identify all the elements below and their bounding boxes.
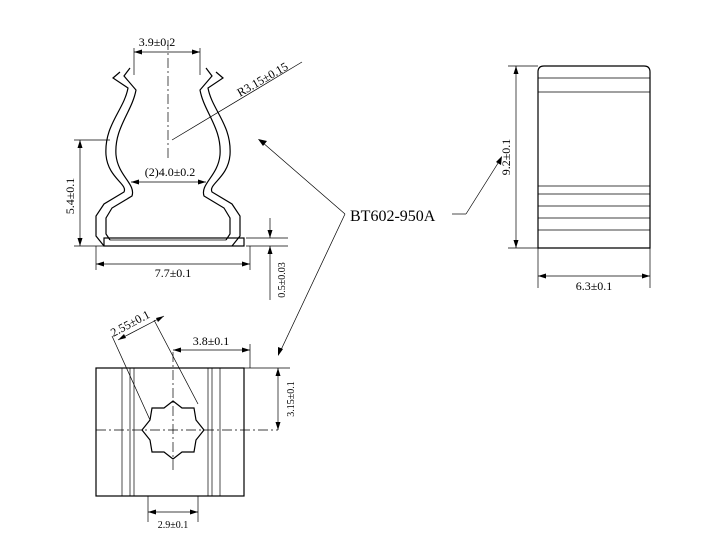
dim-depth: 3.15±0.1 (286, 381, 297, 417)
part-callout: BT602-950A (258, 139, 502, 356)
dim-center-width: 2.9±0.1 (158, 520, 189, 531)
right-arm-outer (207, 71, 241, 247)
dim-base-thickness: 0.5±0.03 (277, 262, 288, 298)
left-arm-outer (95, 71, 129, 247)
left-arm-inner (105, 67, 137, 241)
arrow-head (267, 246, 273, 254)
arrow-head (131, 179, 139, 185)
ext-line (153, 319, 199, 405)
arrow-head (267, 230, 273, 238)
dim-radius: R3.15±0.15 (235, 59, 291, 99)
arrow-head (156, 316, 164, 322)
arrow-head (77, 238, 83, 246)
arrow-head (118, 334, 126, 340)
radius-leader (171, 61, 303, 141)
arrow-head (513, 240, 519, 248)
base-plate (103, 237, 245, 247)
top-body (95, 367, 245, 497)
star-cutout (141, 400, 205, 460)
arrow-head (642, 273, 650, 279)
dim-height: 5.4±0.1 (63, 178, 77, 215)
arrow-head (190, 509, 198, 515)
arrow-head (538, 273, 546, 279)
arrow-head (148, 509, 156, 515)
arrow-head (134, 49, 142, 55)
side-view: 9.2±0.1 6.3±0.1 (499, 65, 651, 293)
arrow-head (173, 347, 181, 353)
arrow-head (242, 347, 250, 353)
top-view: 2.55±0.1 3.8±0.1 3.15±0.1 2.9±0.1 (95, 307, 297, 531)
dim-side-height: 9.2±0.1 (499, 139, 513, 176)
arrow-head (275, 422, 281, 430)
leader-to-side-view (465, 159, 501, 215)
arrow-head (96, 261, 104, 267)
arrow-head (198, 179, 206, 185)
arrow-head (192, 49, 200, 55)
front-view: 3.9±0.2 R3.15±0.15 (2)4.0±0.2 5.4±0.1 7.… (63, 35, 303, 300)
dim-line-diagonal (117, 315, 165, 341)
dim-side-width: 6.3±0.1 (576, 279, 613, 293)
right-arm-inner (199, 67, 231, 241)
arrow-head (513, 66, 519, 74)
part-number-label: BT602-950A (350, 208, 436, 225)
dim-offset: 3.8±0.1 (193, 334, 230, 348)
dim-diagonal: 2.55±0.1 (108, 307, 152, 339)
leader-to-front-view (261, 141, 346, 215)
dim-inner-width: (2)4.0±0.2 (145, 165, 196, 179)
dim-top-width: 3.9±0.2 (139, 35, 176, 49)
arrow-head (496, 156, 502, 165)
side-body (537, 65, 651, 249)
arrow-head (77, 140, 83, 148)
leader-to-top-view (279, 213, 346, 353)
arrow-head (242, 261, 250, 267)
arrow-head (278, 347, 283, 356)
arrow-head (258, 139, 267, 146)
dim-overall-width: 7.7±0.1 (155, 266, 192, 280)
arrow-head (275, 368, 281, 376)
ext-line (111, 335, 151, 421)
